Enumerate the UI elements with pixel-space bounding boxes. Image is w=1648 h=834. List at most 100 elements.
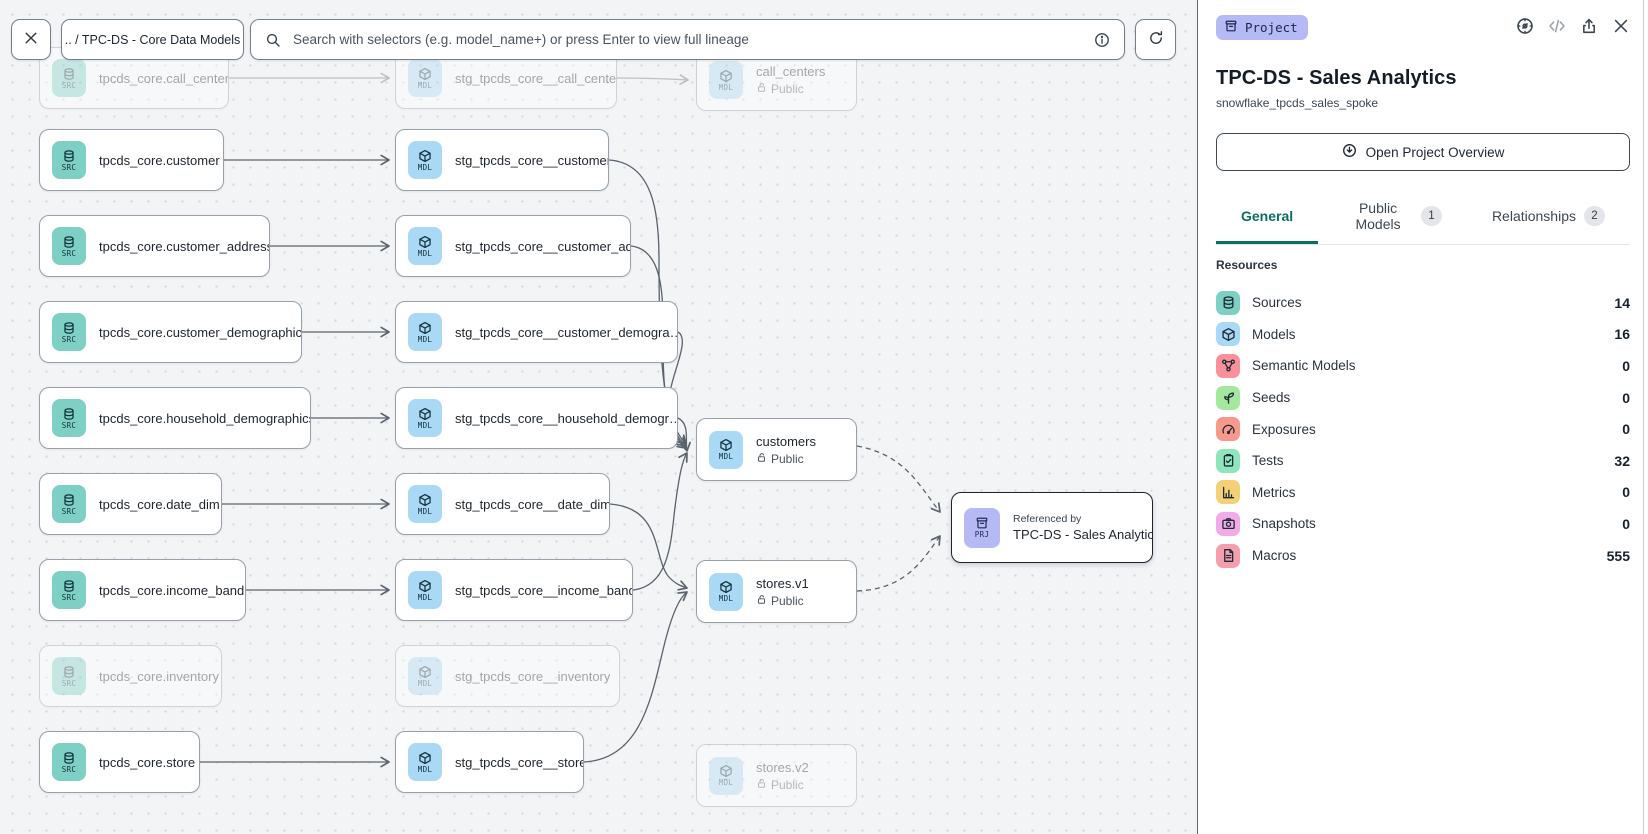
cube-icon: MDL [408, 485, 442, 523]
tab-public-models[interactable]: Public Models 1 [1318, 192, 1467, 244]
breadcrumb-label: .. / TPC-DS - Core Data Models [64, 32, 241, 47]
cube-icon: MDL [709, 572, 743, 611]
database-icon: SRC [52, 485, 86, 523]
tab-label: Relationships [1491, 208, 1576, 224]
access-badge: Public [756, 594, 809, 608]
tab-label: Public Models [1355, 200, 1401, 232]
cube-icon: MDL [408, 571, 442, 609]
node-label: stg_tpcds_core__call_center [455, 70, 616, 86]
tab-count-badge: 2 [1584, 206, 1605, 226]
unlock-icon [756, 82, 767, 96]
node-label: TPC-DS - Sales Analytics [1013, 527, 1152, 542]
panel-scrollbar[interactable] [1643, 0, 1644, 834]
share-button[interactable] [1580, 17, 1598, 38]
gauge-icon [1216, 417, 1240, 442]
node-label: tpcds_core.customer [99, 152, 220, 168]
resource-label: Sources [1252, 295, 1302, 311]
resource-count: 0 [1622, 357, 1630, 374]
breadcrumb[interactable]: .. / TPC-DS - Core Data Models [61, 19, 244, 60]
node-label: stores.v1 [756, 575, 809, 591]
lineage-node-mdl-household-demographics[interactable]: MDL stg_tpcds_core__household_demogr… [395, 387, 678, 449]
code-button[interactable] [1548, 17, 1566, 38]
node-label: tpcds_core.inventory [99, 668, 219, 684]
cube-icon: MDL [709, 756, 743, 795]
close-lineage-button[interactable] [11, 19, 51, 60]
resource-label: Semantic Models [1252, 358, 1356, 374]
database-icon: SRC [52, 227, 86, 265]
node-pretext: Referenced by [1013, 513, 1082, 525]
clipboard-icon [1216, 448, 1240, 473]
resource-label: Models [1252, 326, 1296, 342]
node-label: stg_tpcds_core__income_band [455, 582, 632, 598]
resource-label: Exposures [1252, 421, 1316, 437]
project-icon [1224, 19, 1238, 36]
panel-tabs: General Public Models 1 Relationships 2 [1216, 192, 1630, 245]
node-label: stg_tpcds_core__inventory [455, 668, 611, 684]
close-panel-button[interactable] [1612, 17, 1630, 38]
access-badge: Public [756, 82, 825, 96]
node-label: stg_tpcds_core__customer_address [455, 238, 630, 254]
database-icon: SRC [52, 313, 86, 351]
node-label: stg_tpcds_core__customer_demogra… [455, 324, 677, 340]
resource-row-sources: Sources 14 [1216, 287, 1630, 319]
unlock-icon [756, 778, 767, 792]
docs-icon [1342, 143, 1357, 161]
resource-label: Macros [1252, 548, 1297, 564]
search-input[interactable] [291, 31, 1084, 48]
lineage-node-mdl-income-band[interactable]: MDL stg_tpcds_core__income_band [395, 559, 633, 621]
node-label: stg_tpcds_core__household_demogr… [455, 410, 677, 426]
open-project-overview-button[interactable]: Open Project Overview [1216, 133, 1630, 171]
cube-icon: MDL [408, 399, 442, 437]
node-label: stg_tpcds_core__customer [455, 152, 608, 168]
tab-relationships[interactable]: Relationships 2 [1467, 192, 1630, 244]
unlock-icon [756, 594, 767, 608]
node-label: tpcds_core.call_center [99, 70, 228, 86]
tab-general[interactable]: General [1216, 192, 1318, 244]
node-label: tpcds_core.customer_demographics [99, 324, 301, 340]
resource-label: Snapshots [1252, 516, 1316, 532]
lineage-node-src-customer-demographics[interactable]: SRC tpcds_core.customer_demographics [39, 301, 302, 363]
close-icon [1612, 17, 1630, 38]
compass-icon [1516, 17, 1534, 38]
database-icon: SRC [52, 141, 86, 179]
tab-count-badge: 1 [1420, 206, 1442, 226]
resource-count: 14 [1614, 294, 1630, 311]
node-label: call_centers [756, 64, 826, 79]
project-subtitle: snowflake_tpcds_sales_spoke [1216, 96, 1379, 110]
info-icon[interactable] [1094, 32, 1110, 48]
node-label: tpcds_core.household_demographics [99, 410, 310, 426]
resource-row-semantic-models: Semantic Models 0 [1216, 350, 1630, 382]
lineage-node-src-customer[interactable]: SRC tpcds_core.customer [39, 129, 224, 191]
semantic-icon [1216, 353, 1240, 378]
open-project-overview-label: Open Project Overview [1365, 144, 1505, 160]
explore-lineage-button[interactable] [1516, 17, 1534, 38]
refresh-button[interactable] [1135, 19, 1176, 60]
database-icon [1216, 290, 1240, 315]
resource-count: 32 [1614, 452, 1630, 469]
resource-count: 0 [1622, 421, 1630, 438]
chart-icon [1216, 480, 1240, 505]
database-icon: SRC [52, 571, 86, 609]
resource-row-exposures: Exposures 0 [1216, 413, 1630, 445]
file-icon [1216, 543, 1240, 568]
resource-label: Tests [1252, 453, 1284, 469]
